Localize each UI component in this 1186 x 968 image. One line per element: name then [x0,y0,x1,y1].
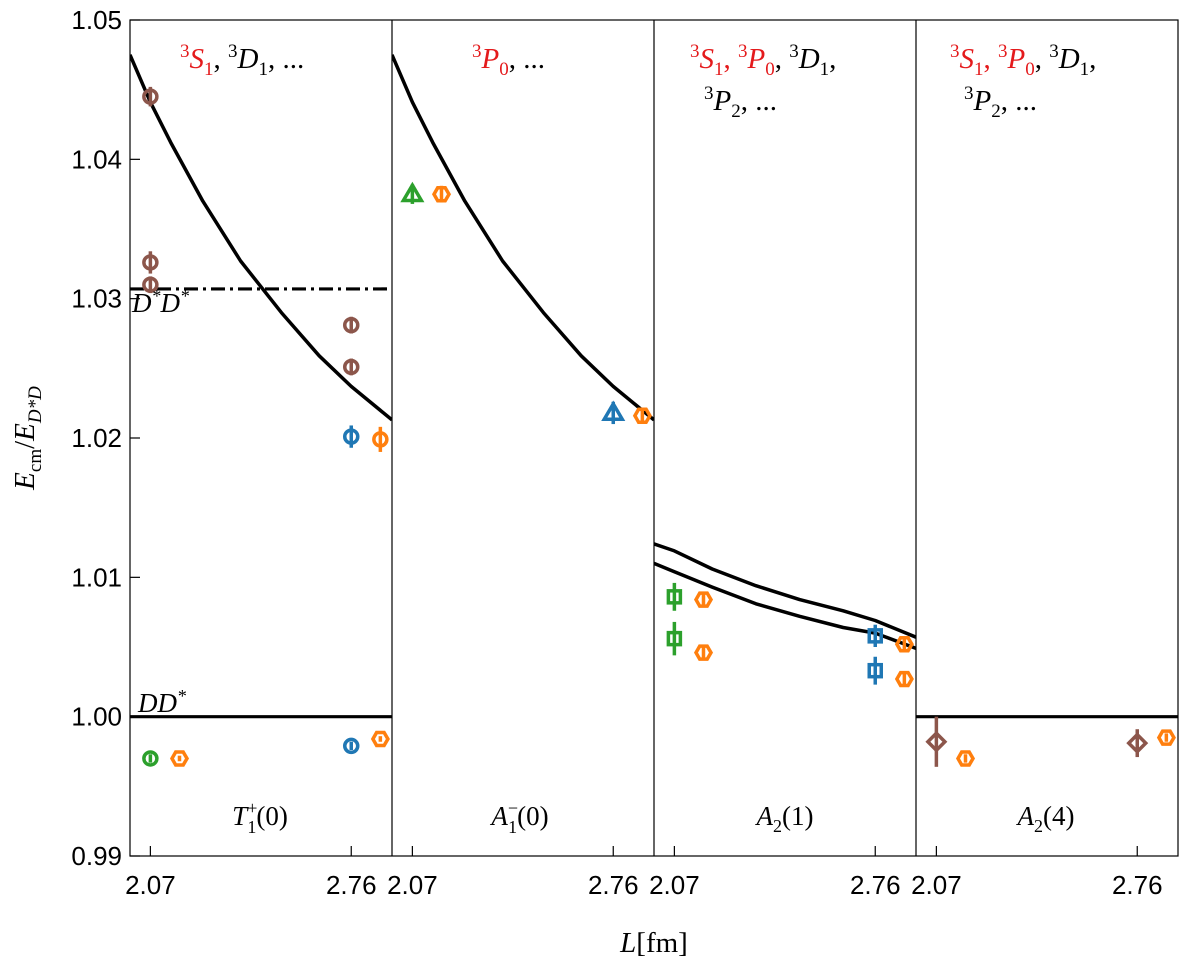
data-point-marker [925,730,948,753]
panel-2-label: A−1(0) [489,798,548,837]
data-point [431,185,452,203]
data-point-marker [142,750,159,767]
data-point [1126,732,1149,755]
data-point [693,591,714,608]
panel-1-partial-waves: 3S1, 3D1, ... [180,41,304,80]
threshold-label-dstar-dstar: D*D* [131,286,189,318]
data-point [342,428,360,445]
data-point [867,662,883,679]
data-point [632,407,652,424]
data-point-marker [400,181,425,203]
data-point-marker [867,662,883,679]
data-point-marker [342,316,360,334]
data-point [142,88,159,105]
y-tick-label: 1.04 [71,144,122,174]
data-point [142,254,159,271]
threshold-label-d-dstar: DD* [137,686,186,718]
y-tick-label: 1.00 [71,702,122,732]
data-point-marker [372,431,389,448]
data-point [666,589,683,605]
panel-3-partial-waves-2: 3P2, ... [704,83,777,122]
y-tick-label: 1.05 [71,5,122,35]
data-point-marker [632,407,652,424]
y-tick-label: 1.02 [71,423,122,453]
data-point-marker [431,185,452,203]
y-tick-label: 1.03 [71,284,122,314]
data-point-marker [142,254,159,271]
data-point [372,431,389,448]
data-point [342,316,360,334]
x-tick-label: 2.07 [387,870,438,900]
data-point [142,276,159,293]
data-point [666,630,683,647]
y-axis-label: Ecm/ED*D [9,386,46,491]
energy-level-curve [392,54,654,422]
energy-level-curve [654,542,916,639]
y-tick-label: 0.99 [71,841,122,871]
data-point-marker [894,635,914,653]
data-point [925,730,948,753]
x-tick-label: 2.76 [588,870,639,900]
data-point [894,670,914,688]
data-point [400,181,425,203]
x-tick-label: 2.07 [125,870,176,900]
data-point [142,750,159,767]
data-point [370,730,390,748]
panel-4-partial-waves-2: 3P2, ... [964,83,1037,122]
data-point-marker [693,591,714,608]
data-point [894,635,914,653]
data-point-marker [142,276,159,293]
panel-2 [392,54,654,425]
data-point [1156,729,1176,746]
data-point-marker [693,644,714,661]
panel-4-label: A2(4) [1016,801,1075,836]
data-point-marker [342,737,360,755]
data-point-marker [1126,732,1149,755]
data-point [693,644,714,661]
data-point [867,628,883,644]
data-point-marker [601,400,626,421]
data-point-marker [342,428,360,445]
panel-1-label: T+1(0) [232,798,288,837]
data-point [342,358,360,376]
panel-3-label: A2(1) [755,801,814,836]
data-point-marker [1156,729,1176,746]
data-point-marker [169,750,190,767]
x-tick-label: 2.07 [649,870,700,900]
data-point-marker [894,670,914,688]
data-point-marker [370,730,390,748]
panel-4-partial-waves: 3S1, 3P0, 3D1, [950,41,1096,80]
data-point [342,737,360,755]
panel-2-partial-waves: 3P0, ... [472,41,545,80]
x-tick-label: 2.07 [911,870,962,900]
data-point-marker [955,750,976,767]
data-point-marker [666,589,683,605]
data-point-marker [142,88,159,105]
data-point-marker [666,630,683,647]
x-tick-label: 2.76 [326,870,377,900]
panel-3-partial-waves: 3S1, 3P0, 3D1, [690,41,836,80]
data-point [169,750,190,767]
panel-4 [916,715,1178,767]
x-axis-label: L[fm] [619,927,688,959]
data-point-marker [867,628,883,644]
x-tick-label: 2.76 [850,870,901,900]
data-point [601,400,626,421]
data-point-marker [342,358,360,376]
panel-1 [130,54,392,763]
y-tick-label: 1.01 [71,562,122,592]
data-point [955,750,976,767]
energy-level-curve [130,54,392,422]
plot-area: 0.99 1.00 1.01 1.02 1.03 1.04 1.05 2.07 2.76 2.07… [71,5,1179,900]
x-tick-label: 2.76 [1112,870,1163,900]
